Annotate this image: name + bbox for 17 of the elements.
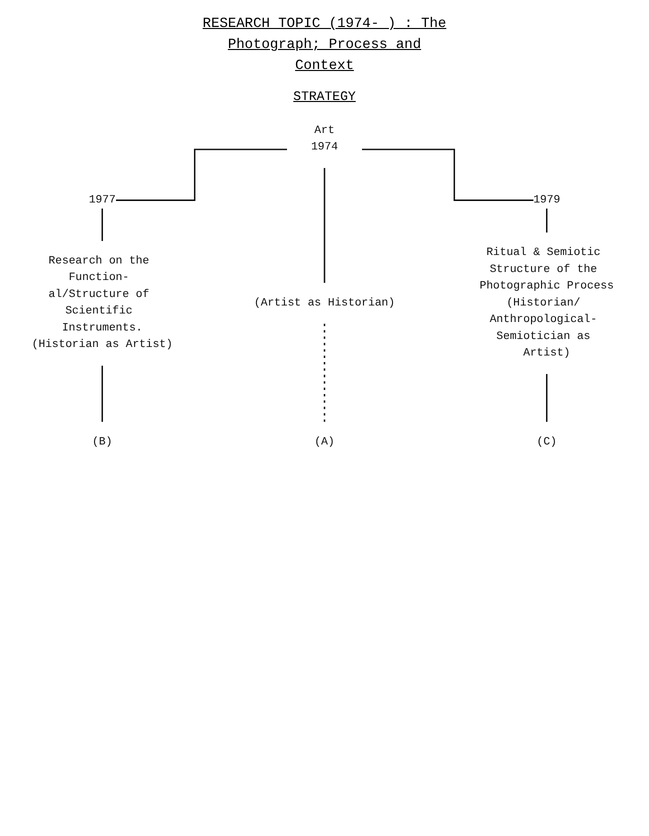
node-text: Research on the Function- al/Structure of Scientific Instruments. (Historian as Artist) [32,254,173,352]
node-text: (C) [536,436,557,448]
connector [102,364,103,423]
connector [102,148,288,242]
connector [546,373,548,423]
title: RESEARCH TOPIC (1974- ) : The Photograph; Process and Context [202,15,448,76]
node-text: (B) [92,436,112,448]
node-text: (A) [314,436,335,448]
edge-label: 1979 [533,193,560,206]
node-text: Art 1974 [311,124,338,154]
node-text: Ritual & Semiotic Structure of the Photographic Process (Historian/ Anthropological- Semiotician as Artist) [480,246,614,360]
heading-label: STRATEGY [292,89,357,104]
edge-label: 1977 [88,193,116,206]
node-text: (Artist as Historian) [254,296,395,310]
connector [324,322,326,423]
connector [362,148,548,234]
connector [324,167,326,284]
